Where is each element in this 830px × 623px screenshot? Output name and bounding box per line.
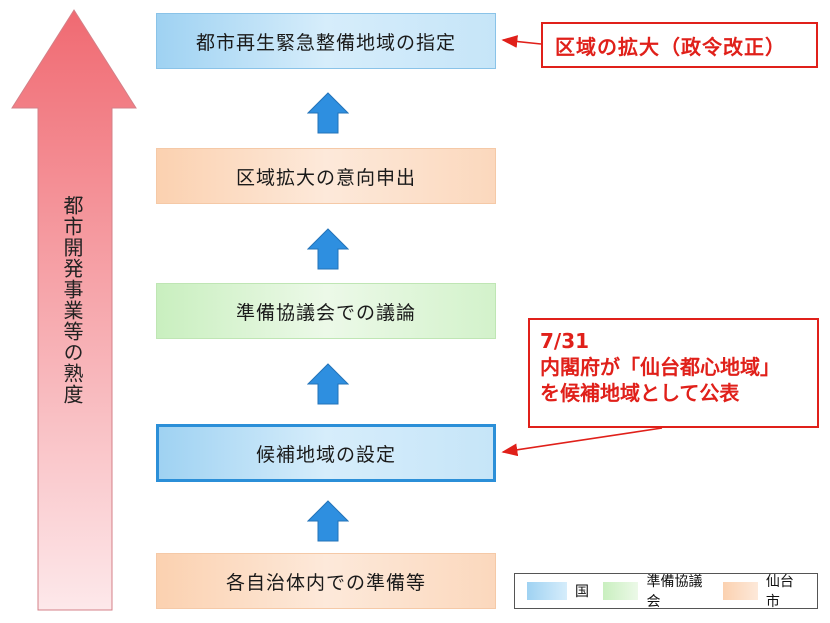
- legend-item-city: 仙台市: [722, 571, 803, 611]
- stage-local-preparation: 各自治体内での準備等: [156, 553, 496, 609]
- callout-area-expansion: 区域の拡大（政令改正）: [541, 22, 818, 68]
- maturity-arrow: [11, 9, 137, 611]
- legend-swatch-orange: [722, 582, 758, 600]
- stage-candidate-setting: 候補地域の設定: [156, 424, 496, 482]
- flow-up-arrow-icon: [307, 363, 349, 405]
- flow-up-arrow-icon: [307, 92, 349, 134]
- legend-item-national: 国: [527, 581, 589, 601]
- flow-up-arrow-icon: [307, 500, 349, 542]
- stage-expansion-request: 区域拡大の意向申出: [156, 148, 496, 204]
- callout-candidate-announcement: 7/31 内閣府が「仙台都心地域」 を候補地域として公表: [528, 318, 819, 428]
- stage-designation: 都市再生緊急整備地域の指定: [156, 13, 496, 69]
- callout-line-2: を候補地域として公表: [540, 381, 740, 405]
- legend-item-council: 準備協議会: [603, 571, 709, 611]
- legend-label: 国: [575, 584, 589, 600]
- legend: 国 準備協議会 仙台市: [514, 571, 818, 611]
- stage-council-discussion: 準備協議会での議論: [156, 283, 496, 339]
- maturity-axis-label: 都市開発事業等の熟度: [60, 195, 84, 405]
- legend-label: 仙台市: [765, 574, 794, 610]
- flow-up-arrow-icon: [307, 228, 349, 270]
- legend-label: 準備協議会: [646, 574, 703, 610]
- legend-swatch-green: [603, 582, 639, 600]
- callout-line-1: 内閣府が「仙台都心地域」: [540, 355, 780, 379]
- legend-swatch-blue: [527, 582, 567, 600]
- callout-date: 7/31: [540, 329, 590, 353]
